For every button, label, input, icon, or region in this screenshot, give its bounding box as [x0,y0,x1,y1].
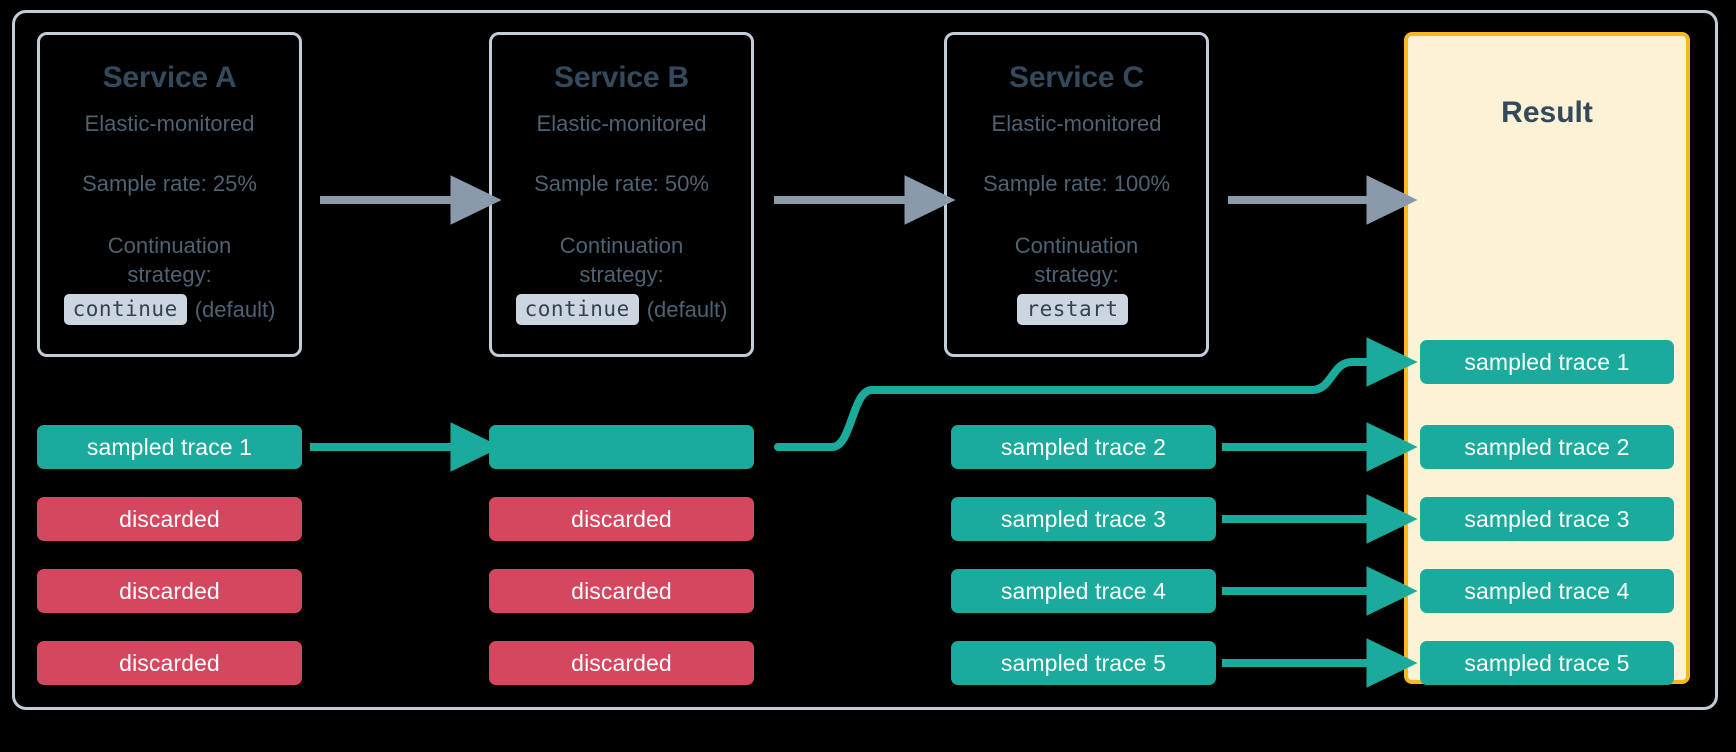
service-a-title: Service A [102,61,237,94]
service-a-subtitle: Elastic-monitored [84,111,255,136]
service-a-strategy-line1: Continuation [107,233,232,258]
service-card-b: Service B Elastic-monitored Sample rate:… [489,32,754,357]
result-trace-pill-1: sampled trace 1 [1420,340,1674,384]
result-trace-pill-2-label: sampled trace 2 [1464,433,1630,460]
trace-pill-c-1: sampled trace 2 [951,425,1216,469]
service-a-strategy-code: continue [63,293,187,326]
trace-pill-a-4: discarded [37,641,302,685]
service-b-strategy-value: continue (default) [492,293,751,326]
trace-pill-a-4-label: discarded [119,649,220,676]
trace-pill-b-2: discarded [489,497,754,541]
trace-pill-c-3-label: sampled trace 4 [1000,577,1167,604]
service-b-strategy-label: Continuation strategy: [492,231,751,290]
trace-pill-c-1-label: sampled trace 2 [1000,433,1167,460]
trace-pill-b-3: discarded [489,569,754,613]
service-a-strategy-label: Continuation strategy: [40,231,299,290]
trace-pill-c-4: sampled trace 5 [951,641,1216,685]
service-c-strategy-code: restart [1017,293,1128,326]
service-a-strategy-value: continue (default) [40,293,299,326]
trace-pill-b-4-label: discarded [571,649,672,676]
result-title: Result [1501,96,1593,129]
result-trace-pill-1-label: sampled trace 1 [1464,348,1630,375]
trace-pill-c-2-label: sampled trace 3 [1000,505,1167,532]
trace-pill-c-4-label: sampled trace 5 [1000,649,1167,676]
service-a-sample-rate: Sample rate: 25% [82,171,257,196]
result-trace-pill-3-label: sampled trace 3 [1464,505,1630,532]
service-a-strategy-line2: strategy: [127,262,212,288]
result-trace-pill-5-label: sampled trace 5 [1464,649,1630,676]
service-c-title: Service C [1009,61,1144,94]
result-trace-pill-4-label: sampled trace 4 [1464,577,1630,604]
service-b-strategy-code: continue [515,293,639,326]
trace-pill-a-2: discarded [37,497,302,541]
trace-pill-b-4: discarded [489,641,754,685]
service-card-a: Service A Elastic-monitored Sample rate:… [37,32,302,357]
trace-pill-a-2-label: discarded [119,505,220,532]
service-b-strategy-line1: Continuation [559,233,684,258]
trace-pill-a-1-label: sampled trace 1 [86,433,253,460]
service-b-strategy-line2: strategy: [579,262,664,288]
trace-pill-c-2: sampled trace 3 [951,497,1216,541]
service-b-title: Service B [554,61,689,94]
trace-pill-a-1: sampled trace 1 [37,425,302,469]
trace-pill-b-1 [489,425,754,469]
service-c-strategy-line1: Continuation [1014,233,1139,258]
service-card-c: Service C Elastic-monitored Sample rate:… [944,32,1209,357]
service-c-sample-rate: Sample rate: 100% [982,171,1171,196]
service-a-strategy-note: (default) [194,296,276,322]
trace-pill-c-3: sampled trace 4 [951,569,1216,613]
service-b-strategy-note: (default) [646,296,728,322]
service-b-subtitle: Elastic-monitored [536,111,707,136]
trace-pill-a-3-label: discarded [119,577,220,604]
service-c-subtitle: Elastic-monitored [991,111,1162,136]
result-trace-pill-2: sampled trace 2 [1420,425,1674,469]
service-c-strategy-value: restart [947,293,1206,326]
service-c-strategy-line2: strategy: [1034,262,1119,288]
result-trace-pill-4: sampled trace 4 [1420,569,1674,613]
service-c-strategy-label: Continuation strategy: [947,231,1206,290]
result-trace-pill-3: sampled trace 3 [1420,497,1674,541]
result-trace-pill-5: sampled trace 5 [1420,641,1674,685]
service-b-sample-rate: Sample rate: 50% [534,171,709,196]
trace-pill-a-3: discarded [37,569,302,613]
outer-frame [12,10,1718,710]
trace-pill-b-3-label: discarded [571,577,672,604]
trace-pill-b-2-label: discarded [571,505,672,532]
